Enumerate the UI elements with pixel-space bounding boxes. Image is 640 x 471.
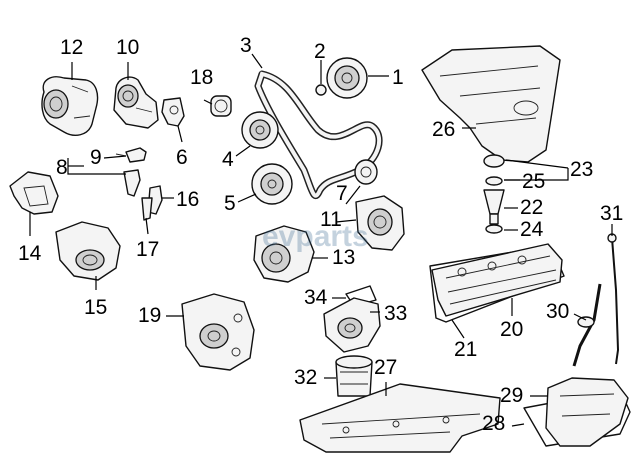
part-1-pulley <box>326 57 368 99</box>
callout-24: 24 <box>520 218 544 241</box>
callout-5: 5 <box>224 192 236 215</box>
callout-13: 13 <box>332 246 355 269</box>
part-32-oil-filter <box>335 355 373 397</box>
part-12-housing <box>41 76 99 136</box>
callout-14: 14 <box>18 242 42 265</box>
part-2-bolt <box>315 84 327 96</box>
part-14-cover <box>9 171 59 215</box>
callout-33: 33 <box>384 302 407 325</box>
callout-25: 25 <box>522 170 545 193</box>
callout-1: 1 <box>392 66 404 89</box>
part-31-dipstick <box>607 233 619 365</box>
part-7-idler <box>354 159 378 185</box>
leader-lines <box>29 53 613 427</box>
part-25-gasket <box>485 176 503 186</box>
callout-2: 2 <box>314 40 326 63</box>
callout-32: 32 <box>294 366 317 389</box>
callout-34: 34 <box>304 286 328 309</box>
part-27-oil-pan <box>299 383 501 453</box>
part-18-idler <box>210 95 232 117</box>
part-10-bracket <box>113 76 159 129</box>
part-26-engine-cover <box>421 45 561 163</box>
part-19-housing <box>181 293 255 371</box>
callout-18: 18 <box>190 66 213 89</box>
part-30-dipstick-tube <box>572 283 602 367</box>
part-13-water-pump <box>253 225 315 283</box>
part-11-housing <box>355 195 405 251</box>
part-6-bracket <box>161 97 185 127</box>
part-17-bracket <box>141 197 153 221</box>
callout-26: 26 <box>432 118 455 141</box>
callout-8: 8 <box>56 156 68 179</box>
callout-numbers: 1 2 3 4 5 6 7 8 9 10 11 12 13 14 15 16 1… <box>18 34 623 435</box>
callout-31: 31 <box>600 202 623 225</box>
part-29-lower-pan <box>545 377 629 447</box>
callout-6: 6 <box>176 146 188 169</box>
callout-22: 22 <box>520 196 543 219</box>
callout-10: 10 <box>116 36 139 59</box>
callout-20: 20 <box>500 318 523 341</box>
callout-16: 16 <box>176 188 199 211</box>
callout-4: 4 <box>222 148 234 171</box>
callout-30: 30 <box>546 300 569 323</box>
callout-17: 17 <box>136 238 159 261</box>
part-8-sensor <box>123 169 141 197</box>
part-23-cap <box>483 154 505 168</box>
callout-15: 15 <box>84 296 107 319</box>
callout-29: 29 <box>500 384 523 407</box>
callout-27: 27 <box>374 356 397 379</box>
callout-19: 19 <box>138 304 161 327</box>
callout-12: 12 <box>60 36 83 59</box>
part-24-seal <box>485 224 503 234</box>
callout-21: 21 <box>454 338 477 361</box>
callout-7: 7 <box>336 182 348 205</box>
callout-23: 23 <box>570 158 593 181</box>
callout-9: 9 <box>90 146 102 169</box>
part-15-oil-pump <box>55 221 121 281</box>
callout-3: 3 <box>240 34 252 57</box>
callout-11: 11 <box>320 208 342 231</box>
part-22-filler-tube <box>483 189 505 225</box>
part-5-cam-pulley <box>251 163 293 205</box>
part-4-cam-pulley <box>241 111 279 149</box>
part-33-filter-housing <box>323 297 381 353</box>
watermark-text: evparts <box>262 220 369 253</box>
callout-28: 28 <box>482 412 505 435</box>
part-20-valve-cover <box>431 243 563 317</box>
part-9-sensor <box>115 147 147 163</box>
